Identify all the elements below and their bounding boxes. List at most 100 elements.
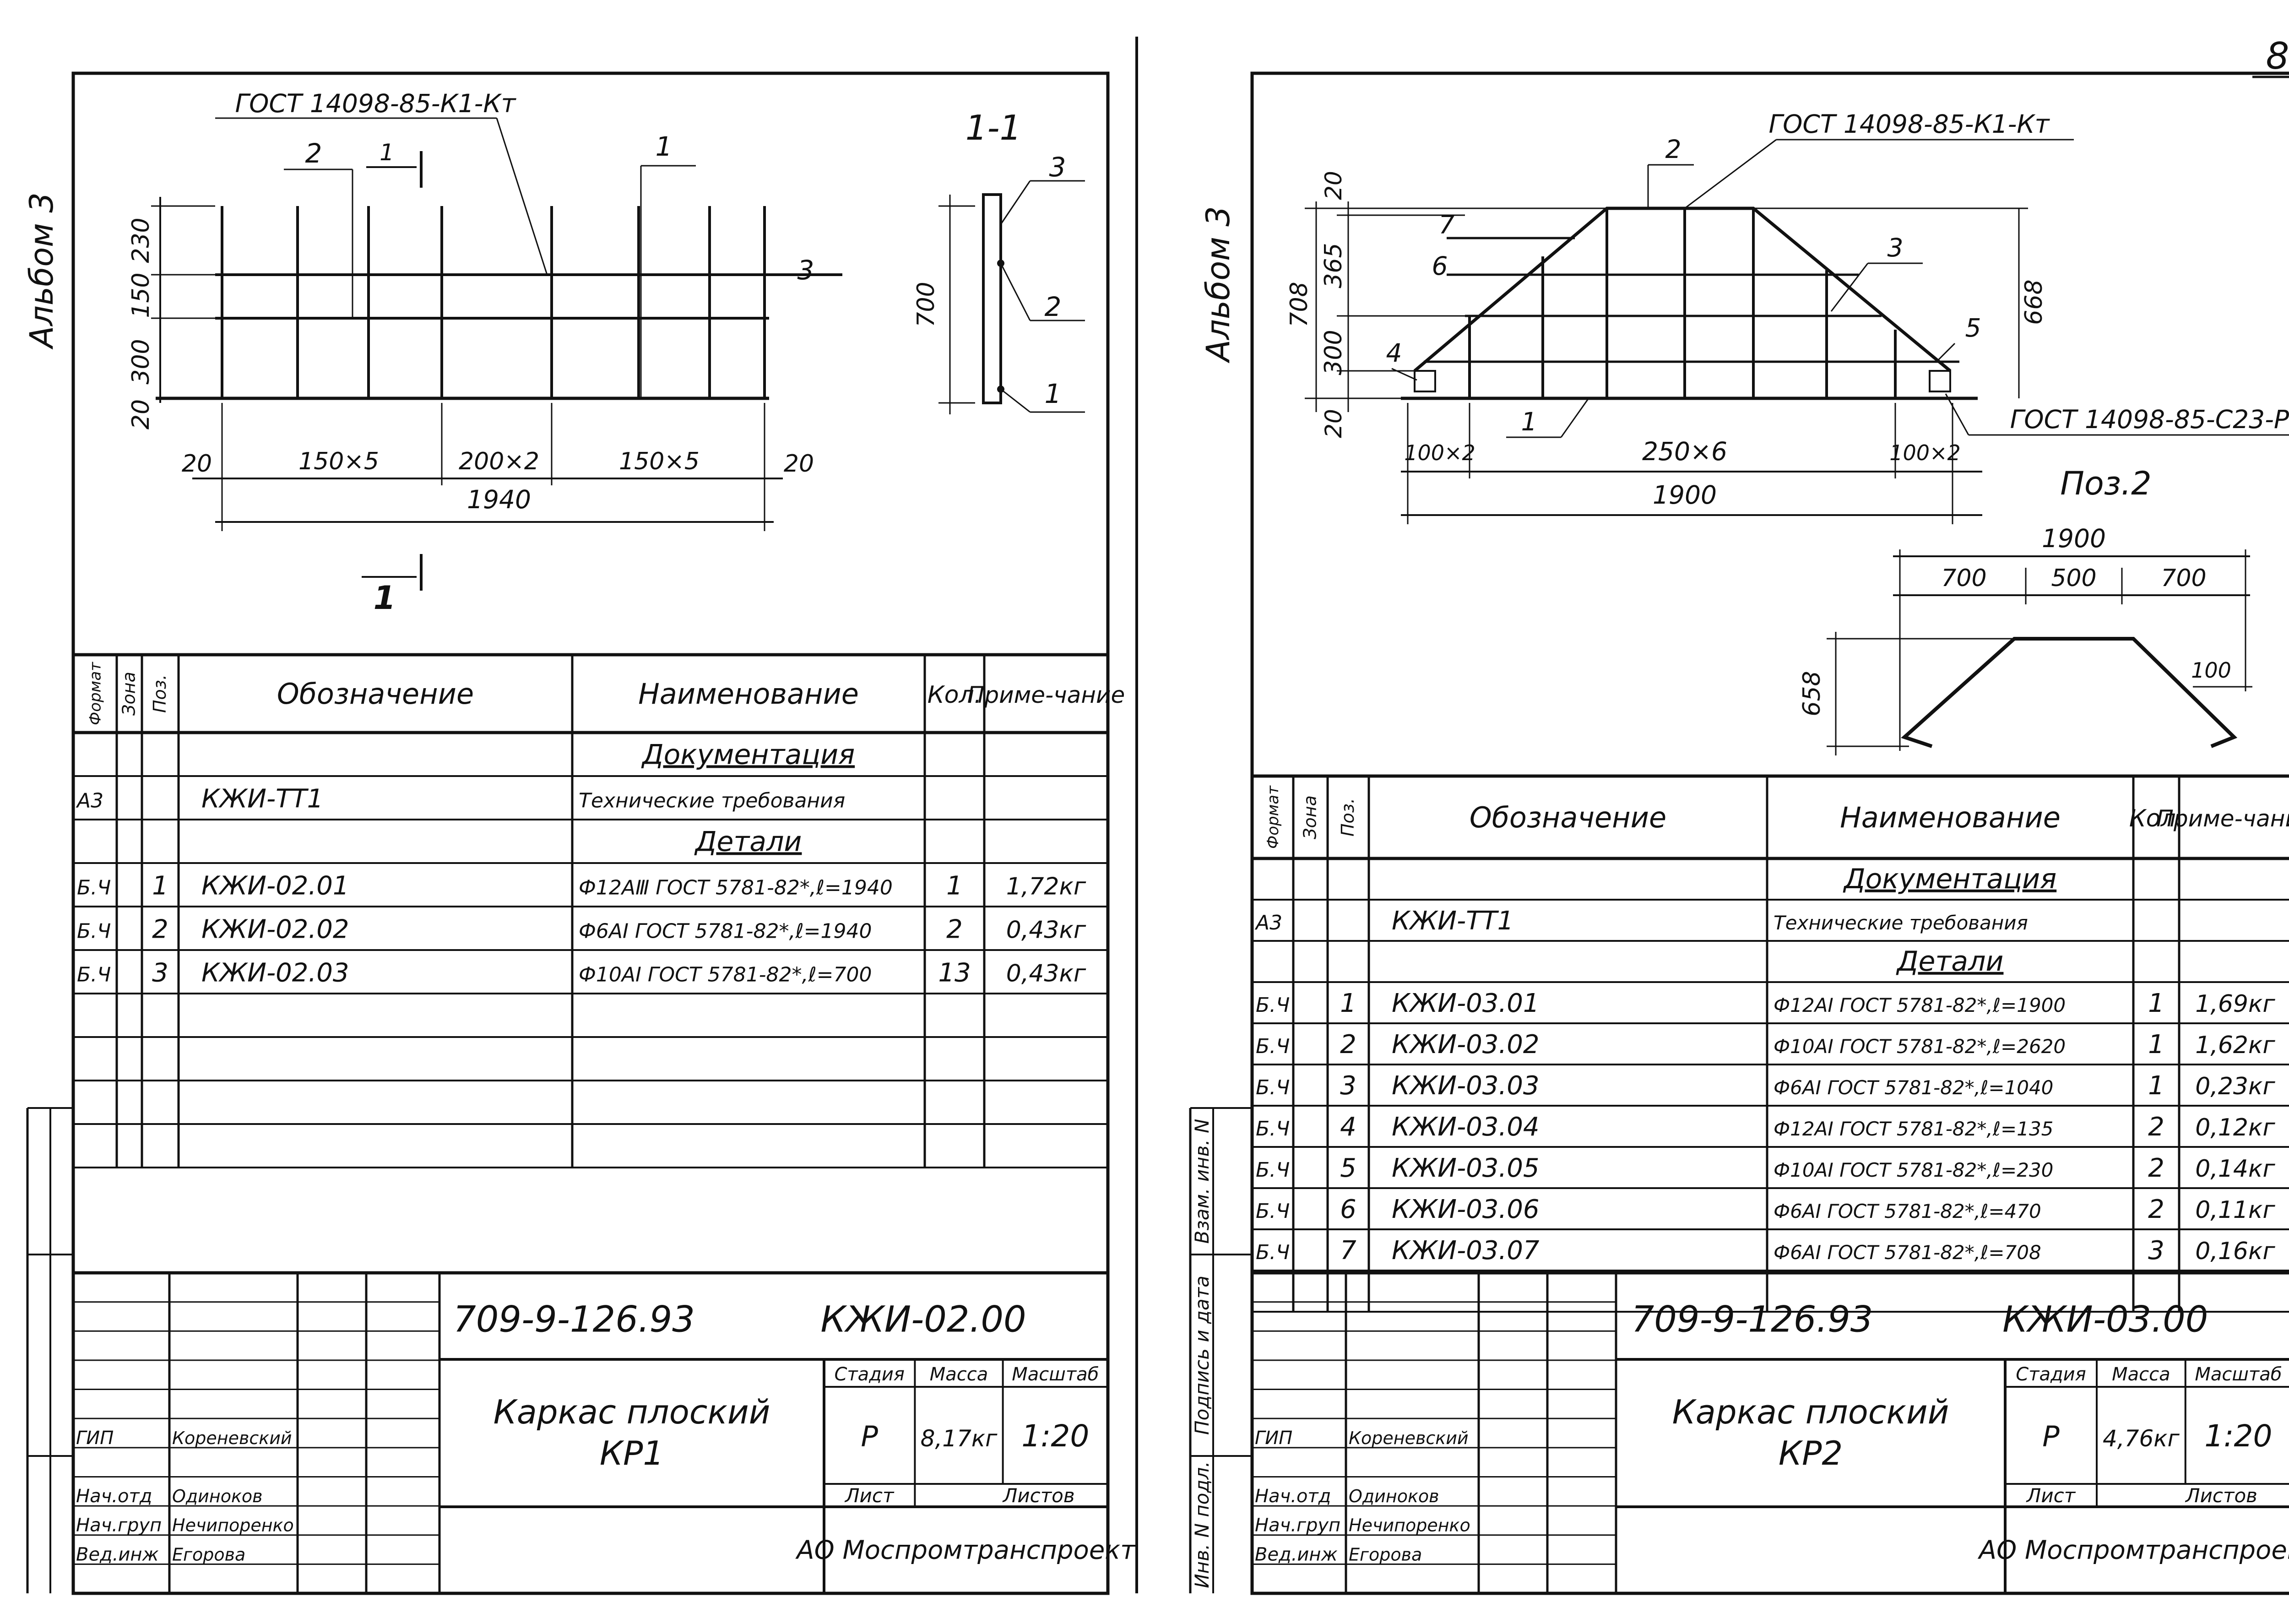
page-mark: 8 <box>2266 35 2289 77</box>
left-pos-2: 2 <box>305 138 322 169</box>
left-dim-h-200x2: 200×2 <box>459 448 539 475</box>
left-stamp-person: Нечипоренко <box>172 1515 294 1536</box>
right-stamp-role: Нач.груп <box>1255 1515 1340 1536</box>
right-spec-cell-format: Б.Ч <box>1256 1076 1290 1099</box>
left-spec-cell-qty: 13 <box>938 958 971 988</box>
right-stamp-person: Кореневский <box>1349 1428 1469 1448</box>
right-gost-bottom: ГОСТ 14098-85-С23-Рз <box>2010 405 2289 434</box>
right-dim-h-100x2a: 100×2 <box>1404 440 1475 465</box>
right-spec-cell-designation: КЖИ-03.07 <box>1392 1236 1540 1266</box>
right-stamp-mass: 4,76кг <box>2103 1425 2180 1452</box>
right-spec-cell-name: Ф6АI ГОСТ 5781-82*,ℓ=470 <box>1774 1200 2041 1222</box>
right-side-label-a: Взам. инв. N <box>1191 1119 1213 1244</box>
right-spec-cell-designation: КЖИ-03.02 <box>1392 1030 1540 1059</box>
right-spec-cell-pos: 6 <box>1340 1195 1356 1224</box>
left-spec-head-zone: Зона <box>119 672 139 716</box>
left-spec-cell-pos: 3 <box>152 958 168 988</box>
left-stamp-subtitle: КР1 <box>600 1434 664 1472</box>
left-frame-drawing: 230 150 300 20 20 150×5 200×2 150×5 20 1… <box>127 89 1085 617</box>
left-pos-1: 1 <box>656 131 673 162</box>
left-dim-h-20a: 20 <box>182 450 212 478</box>
right-dim-v-300: 300 <box>1320 330 1347 375</box>
left-spec-cell-pos: 2 <box>152 914 168 944</box>
right-spec-cell-designation: КЖИ-03.06 <box>1392 1195 1540 1224</box>
right-stamp-title: Каркас плоский <box>1672 1393 1949 1431</box>
right-spec-cell-pos: 1 <box>1340 989 1356 1018</box>
left-dim-v-20: 20 <box>127 399 155 429</box>
right-spec-cell-format: Б.Ч <box>1256 1035 1290 1058</box>
right-pos-1: 1 <box>1521 407 1537 436</box>
left-dim-v-300: 300 <box>127 339 155 384</box>
left-spec-head-note: Приме-чание <box>967 682 1125 708</box>
left-stamp-person: Одиноков <box>172 1486 263 1506</box>
left-stamp-doc-code: 709-9-126.93 <box>453 1299 695 1341</box>
right-stamp-scale: 1:20 <box>2204 1418 2272 1454</box>
right-pos-5: 5 <box>1965 313 1981 342</box>
left-stamp-sheets-label: Листов <box>1002 1484 1075 1507</box>
left-section-title: 1-1 <box>966 108 1022 148</box>
right-spec-cell-qty: 1 <box>2148 1030 2164 1059</box>
right-stamp-org: АО Моспромтранспроект <box>1978 1535 2289 1565</box>
left-dim-h-150x5b: 150×5 <box>619 448 700 475</box>
left-spec-cell-designation: КЖИ-02.01 <box>201 871 349 901</box>
left-spec-group-details: Детали <box>694 826 802 858</box>
right-spec-cell-designation: КЖИ-03.04 <box>1392 1112 1540 1142</box>
right-stamp-person: Одиноков <box>1349 1486 1439 1506</box>
left-sheet: Альбом 3 230 150 300 20 20 <box>23 71 1136 1595</box>
right-dim-v-20a: 20 <box>1320 171 1347 200</box>
right-spec-cell-note: 0,12кг <box>2195 1114 2275 1141</box>
left-stamp-role: Нач.отд <box>76 1486 152 1507</box>
left-dim-h-150x5a: 150×5 <box>298 448 379 475</box>
right-stamp-subtitle: КР2 <box>1779 1434 1843 1472</box>
right-stamp-person: Нечипоренко <box>1349 1515 1470 1536</box>
left-spec-cell-format: А3 <box>76 789 103 812</box>
left-spec-head-qty: Кол. <box>928 681 982 709</box>
left-dim-total: 1940 <box>467 485 531 514</box>
right-spec-cell-qty: 3 <box>2148 1236 2164 1266</box>
right-pos2-seg-a: 700 <box>1941 565 1986 592</box>
right-spec-cell-pos: 7 <box>1340 1236 1356 1266</box>
right-spec-head-qty: Кол. <box>2129 805 2184 832</box>
right-pos2-hook: 100 <box>2191 658 2231 683</box>
left-spec-cell-qty: 2 <box>946 914 963 944</box>
right-pos2-seg-c: 700 <box>2161 565 2206 592</box>
right-pos-3: 3 <box>1888 233 1904 262</box>
left-gost-label: ГОСТ 14098-85-К1-Кт <box>235 89 516 118</box>
left-stamp-stage-label: Стадия <box>834 1364 904 1385</box>
right-spec-cell-pos: 5 <box>1340 1153 1356 1183</box>
left-stamp-scale-label: Масштаб <box>1012 1364 1099 1385</box>
right-stamp-mass-label: Масса <box>2112 1364 2170 1385</box>
left-stamp-mass-label: Масса <box>930 1364 988 1385</box>
left-stamp-scale: 1:20 <box>1021 1418 1089 1454</box>
left-spec-cell-name: Ф10АI ГОСТ 5781-82*,ℓ=700 <box>579 963 872 986</box>
left-spec-head-pos: Поз. <box>150 674 170 713</box>
right-spec-cell-qty: 1 <box>2148 989 2164 1018</box>
right-spec-cell-note: 1,62кг <box>2195 1032 2275 1059</box>
right-spec-cell-note: 0,14кг <box>2195 1155 2275 1183</box>
left-dim-v-150: 150 <box>127 272 155 318</box>
left-dim-v-230: 230 <box>127 217 155 263</box>
right-stamp-person: Егорова <box>1349 1544 1422 1564</box>
right-spec-head-zone: Зона <box>1300 795 1320 839</box>
left-side-strip <box>26 1107 73 1593</box>
right-spec-cell-note: 1,69кг <box>2195 990 2275 1018</box>
right-dim-v-365: 365 <box>1320 243 1347 288</box>
right-spec-head-format: Формат <box>1264 785 1282 849</box>
left-spec-cell-note: 1,72кг <box>1006 873 1086 900</box>
left-stamp-title: Каркас плоский <box>494 1393 770 1431</box>
right-pos-2: 2 <box>1665 135 1681 164</box>
left-stamp-mass: 8,17кг <box>921 1425 998 1452</box>
right-spec-cell-name: Ф10АI ГОСТ 5781-82*,ℓ=230 <box>1774 1159 2053 1181</box>
right-dim-total: 1900 <box>1653 480 1717 510</box>
left-dim-h-20b: 20 <box>784 450 814 478</box>
right-spec-head-designation: Обозначение <box>1470 801 1666 834</box>
right-spec-cell-designation: КЖИ-03.03 <box>1392 1071 1540 1101</box>
right-spec-cell-qty: 2 <box>2148 1153 2164 1183</box>
right-spec-cell-qty: 2 <box>2148 1195 2164 1224</box>
right-spec-group-details: Детали <box>1896 945 2004 978</box>
left-spec-cell-note: 0,43кг <box>1006 916 1086 944</box>
